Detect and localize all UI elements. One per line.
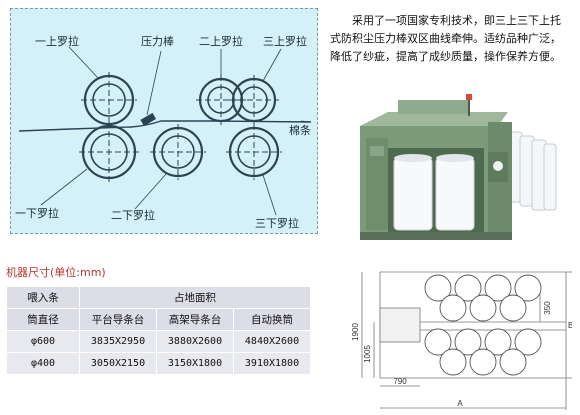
dim-pitch: 350 [543, 301, 552, 315]
machine-size-heading: 机器尺寸(单位:mm) [6, 266, 106, 279]
dim-depth: 790 [393, 377, 407, 386]
section-marker: B [568, 321, 572, 330]
pressure-bar [140, 112, 157, 126]
product-description: 采用了一项国家专利技术，即三上三下上托式防积尘压力棒双区曲线牵伸。适纺品种广泛，… [330, 14, 561, 63]
label-sliver: 棉条 [289, 124, 311, 137]
col-header-elevated: 高架导条台 [156, 308, 234, 331]
dim-inner-height: 1005 [363, 345, 372, 363]
machine-photo [360, 94, 557, 240]
label-top-roller-1: 一上罗拉 [35, 35, 79, 48]
sliver-can-right [435, 157, 475, 231]
label-top-roller-2: 二上罗拉 [199, 35, 243, 48]
col-header-platform: 平台导条台 [79, 308, 157, 331]
label-bottom-roller-1: 一下罗拉 [15, 207, 59, 220]
label-top-roller-3: 三上罗拉 [263, 35, 307, 48]
table-row: φ400 3050X2150 3150X1800 3910X1800 [6, 352, 311, 375]
roller-drafting-diagram [18, 46, 312, 216]
roller-diagram-panel: 一上罗拉 压力棒 二上罗拉 三上罗拉 棉条 一下罗拉 二下罗拉 三下罗拉 [10, 8, 318, 234]
dim-width: A [457, 399, 463, 408]
floor-layout-drawing: 1900 1005 350 790 A B [351, 271, 572, 410]
label-pressure-bar: 压力棒 [141, 35, 174, 48]
diameter-header: 筒直径 [6, 308, 80, 331]
label-bottom-roller-3: 三下罗拉 [255, 217, 299, 230]
col-header-auto: 自动换筒 [233, 308, 311, 331]
sliver-path [18, 120, 312, 132]
label-bottom-roller-2: 二下罗拉 [111, 209, 155, 222]
sliver-can-left [393, 157, 433, 231]
dim-height: 1900 [351, 323, 360, 341]
feed-header: 喂入条 [6, 286, 80, 309]
table-row: φ600 3835X2950 3880X2600 4840X2600 [6, 330, 311, 353]
area-header: 占地面积 [79, 286, 311, 309]
machine-size-table: 喂入条 占地面积 筒直径 平台导条台 高架导条台 自动换筒 φ600 3835X… [6, 286, 311, 375]
